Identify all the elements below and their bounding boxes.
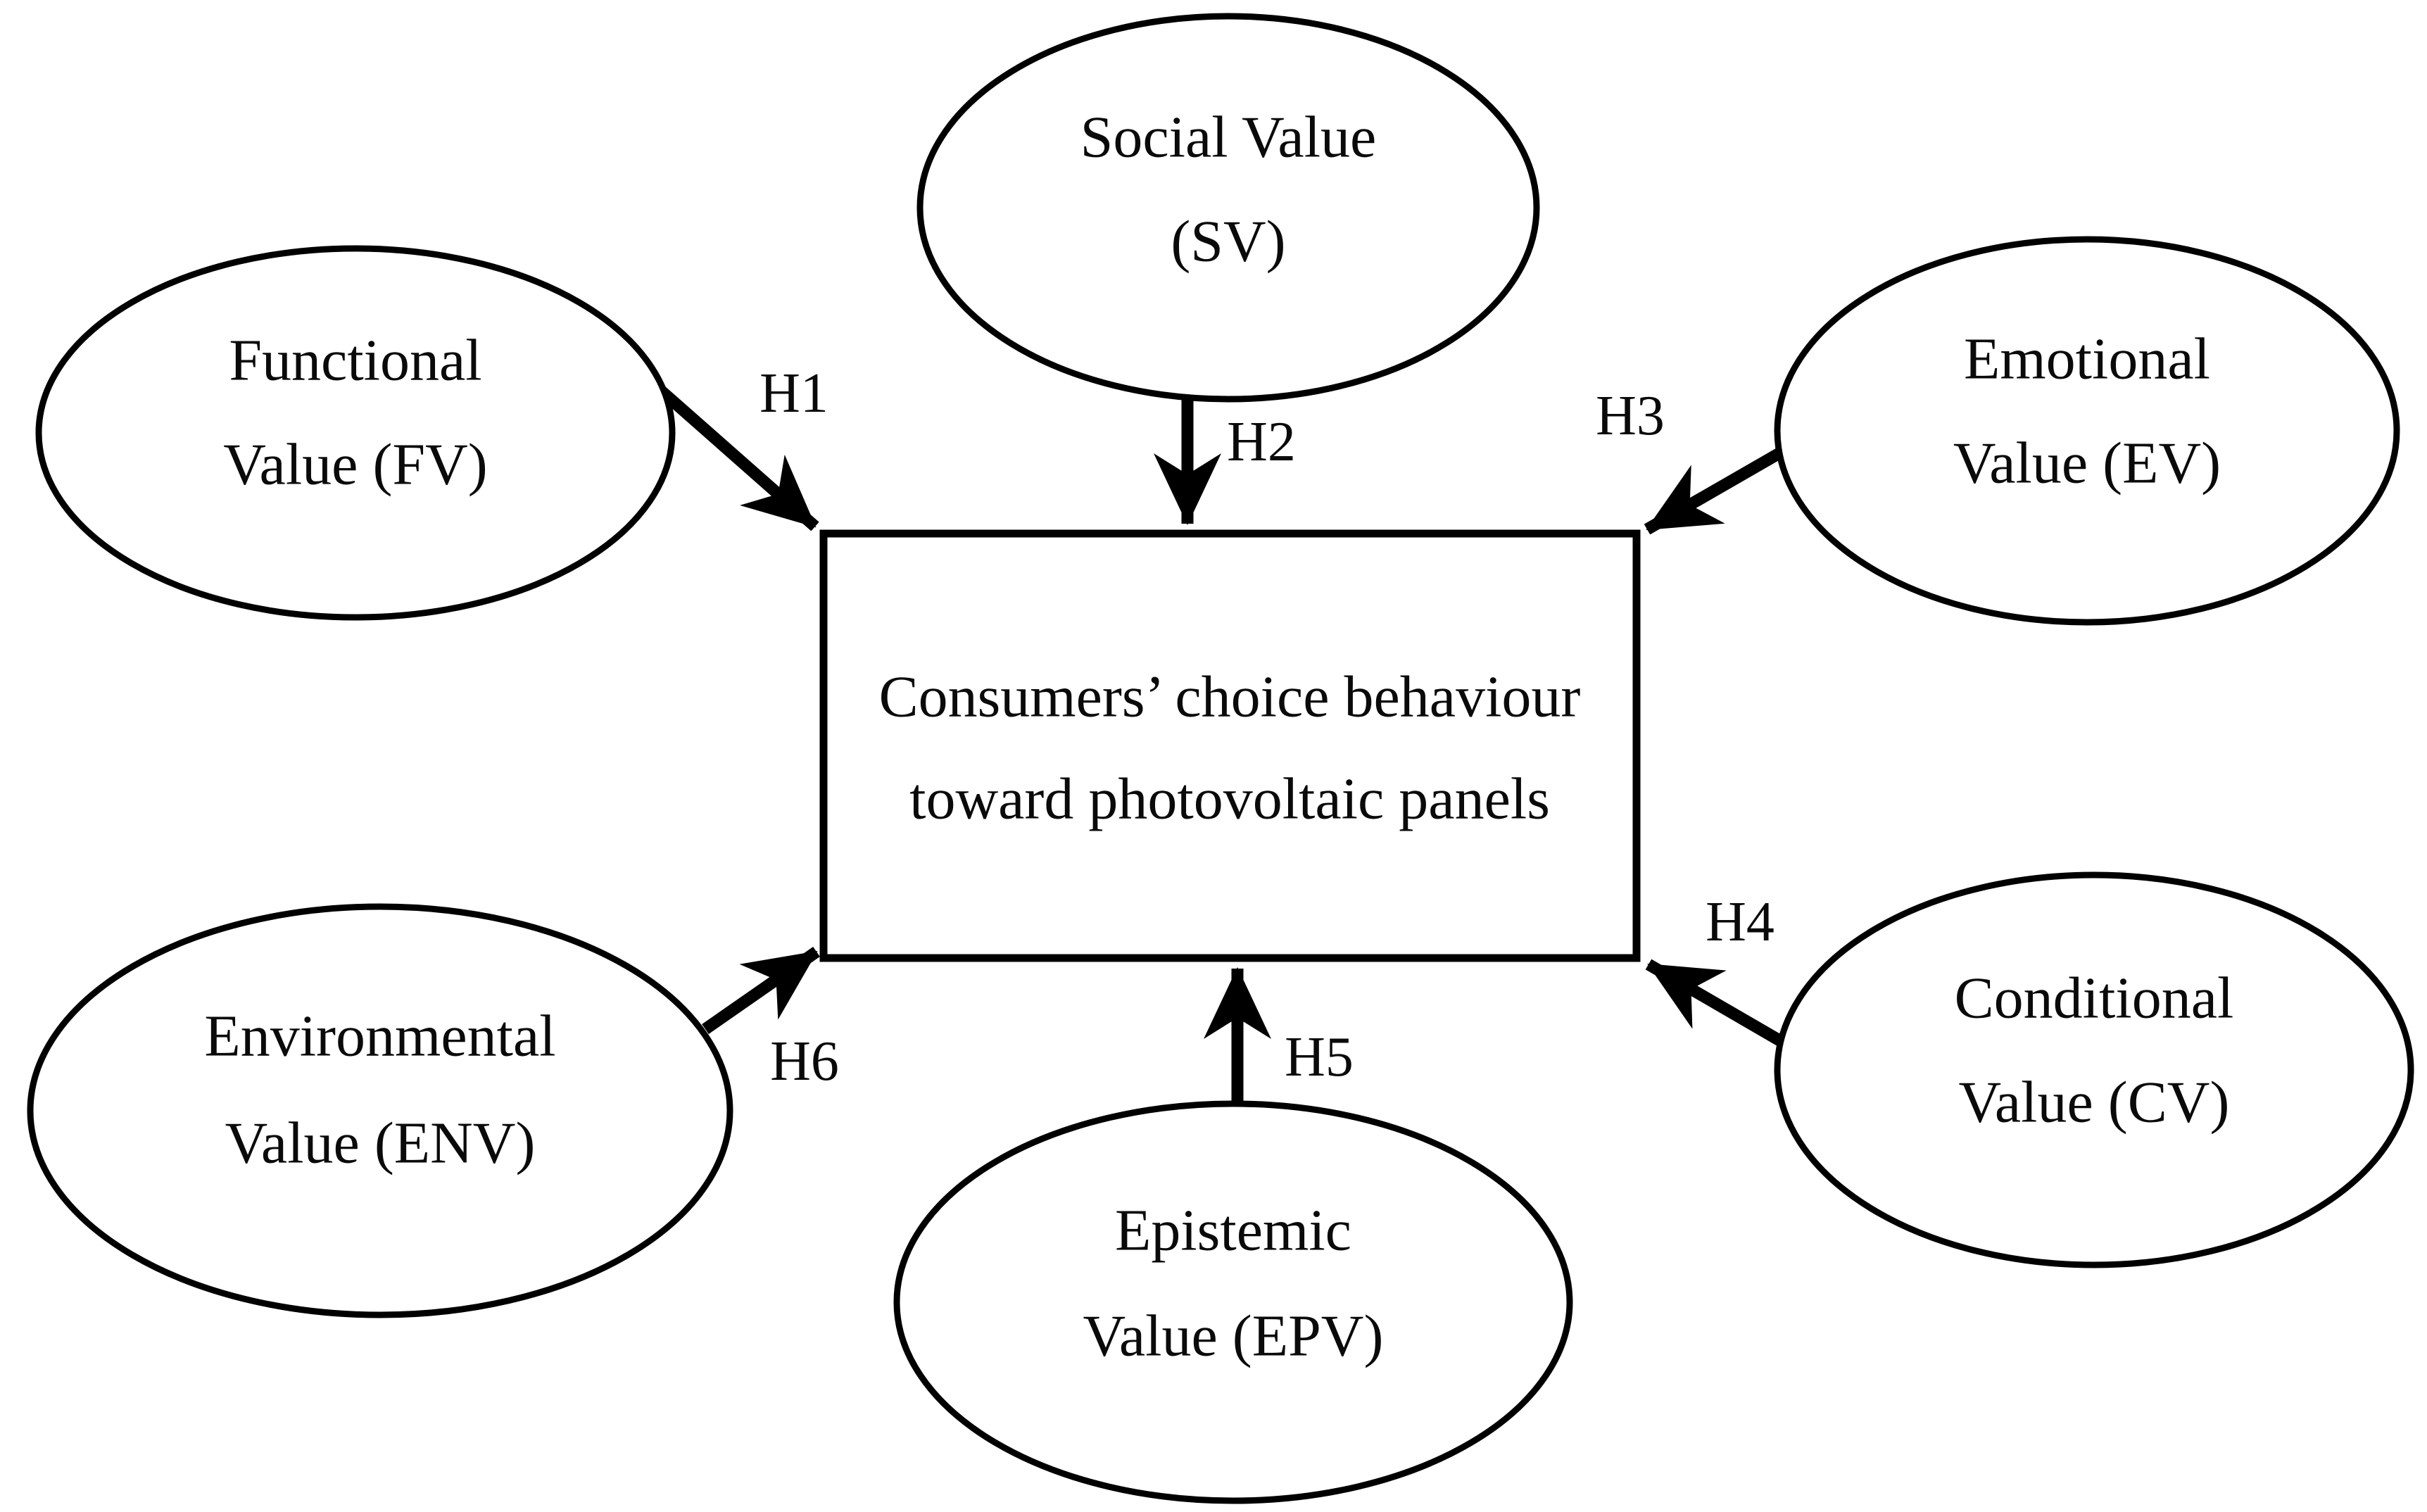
emotional-value-ellipse xyxy=(1774,236,2400,626)
node-label-line1: Epistemic xyxy=(1115,1198,1351,1264)
node-functional-value: Functional Value (FV) xyxy=(35,245,676,621)
label-h2: H2 xyxy=(1227,411,1296,473)
label-h5: H5 xyxy=(1285,1026,1354,1088)
node-label-line1: Emotional xyxy=(1964,327,2210,392)
epistemic-value-ellipse xyxy=(893,1100,1573,1504)
label-h3: H3 xyxy=(1596,385,1665,447)
node-label-line2: Value (CV) xyxy=(1959,1070,2230,1135)
node-label-line1: Functional xyxy=(229,328,481,393)
environmental-value-ellipse xyxy=(27,903,733,1318)
node-label-line2: Value (EPV) xyxy=(1083,1304,1384,1369)
hypothesis-labels: H1 H2 H3 H4 H5 H6 xyxy=(759,363,1774,1092)
center-box-line2: toward photovoltaic panels xyxy=(909,767,1550,832)
arrow-h6 xyxy=(702,947,820,1034)
conditional-value-ellipse xyxy=(1774,871,2414,1268)
node-label-line1: Conditional xyxy=(1955,966,2234,1031)
node-label-line2: (SV) xyxy=(1171,209,1285,275)
label-h6: H6 xyxy=(770,1031,839,1092)
social-value-ellipse xyxy=(916,13,1540,403)
label-h1: H1 xyxy=(759,363,828,424)
label-h4: H4 xyxy=(1706,891,1774,953)
node-emotional-value: Emotional Value (EV) xyxy=(1774,236,2400,626)
node-label-line1: Environmental xyxy=(204,1004,555,1069)
node-label-line2: Value (ENV) xyxy=(225,1111,536,1176)
center-box-rect xyxy=(819,529,1641,962)
node-label-line2: Value (EV) xyxy=(1953,431,2221,496)
node-environmental-value: Environmental Value (ENV) xyxy=(27,903,733,1318)
node-label-line1: Social Value xyxy=(1080,105,1377,170)
node-social-value: Social Value (SV) xyxy=(916,13,1540,403)
node-conditional-value: Conditional Value (CV) xyxy=(1774,871,2414,1268)
node-label-line2: Value (FV) xyxy=(223,432,488,498)
center-box-line1: Consumers’ choice behaviour xyxy=(879,664,1581,730)
center-box: Consumers’ choice behaviour toward photo… xyxy=(819,529,1641,962)
node-epistemic-value: Epistemic Value (EPV) xyxy=(893,1100,1573,1504)
functional-value-ellipse xyxy=(35,245,676,621)
